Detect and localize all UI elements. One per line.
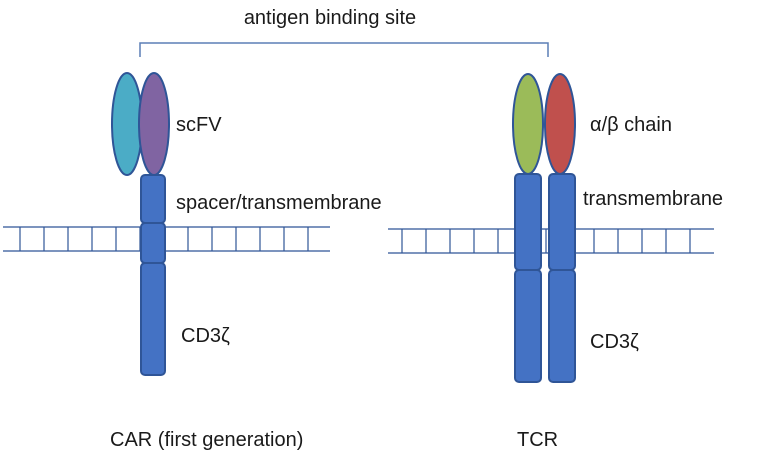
car-spacer-label: spacer/transmembrane xyxy=(176,192,382,214)
tcr-alpha-transmembrane xyxy=(514,173,542,271)
car-cd3zeta-segment xyxy=(140,262,166,376)
tcr-beta-cd3zeta xyxy=(548,269,576,383)
tcr-transmembrane-label: transmembrane xyxy=(583,188,723,210)
tcr-beta-transmembrane xyxy=(548,173,576,271)
tcr-chain-label: α/β chain xyxy=(590,114,672,136)
car-caption: CAR (first generation) xyxy=(110,429,303,451)
tcr-caption: TCR xyxy=(517,429,558,451)
scfv-light-domain xyxy=(138,72,170,176)
tcr-beta-domain xyxy=(544,73,576,175)
car-scfv-label: scFV xyxy=(176,114,222,136)
tcr-alpha-cd3zeta xyxy=(514,269,542,383)
tcr-receptor xyxy=(512,73,576,383)
scfv-heavy-domain xyxy=(111,72,143,176)
car-spacer-segment xyxy=(140,174,166,224)
antigen-binding-bracket xyxy=(139,42,549,57)
tcr-cd3zeta-label: CD3ζ xyxy=(590,331,639,353)
tcr-alpha-domain xyxy=(512,73,544,175)
car-membrane xyxy=(3,226,330,252)
antigen-binding-site-label: antigen binding site xyxy=(244,7,416,29)
car-receptor xyxy=(111,72,170,376)
car-cd3zeta-label: CD3ζ xyxy=(181,325,230,347)
car-transmembrane-segment xyxy=(140,222,166,264)
